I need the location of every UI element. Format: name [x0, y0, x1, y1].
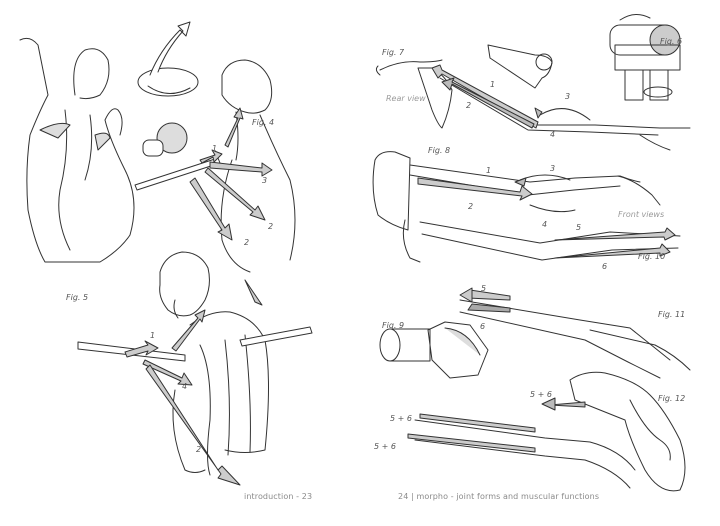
- bottom-hand-callout-a: 5 + 6: [390, 414, 412, 423]
- fig8-callout-4: 4: [542, 220, 548, 229]
- fig4-callout-2a: 2: [268, 222, 274, 231]
- fig8-label: Fig. 8: [428, 146, 451, 155]
- fig5-label: Fig. 5: [66, 293, 89, 302]
- fig4-callout-2b: 2: [244, 238, 250, 247]
- fig7-callout-2: 2: [466, 101, 472, 110]
- fig12-callout-5plus6: 5 + 6: [530, 390, 552, 399]
- fig4-callout-3: 3: [262, 176, 268, 185]
- fig8-callout-1: 1: [486, 166, 492, 175]
- bottom-fig-callout-1: 1: [150, 331, 156, 340]
- front-views-note: Front views: [618, 210, 665, 219]
- fig8-callout-3: 3: [550, 164, 556, 173]
- bottom-hand-callout-b: 5 + 6: [374, 442, 396, 451]
- left-page-folio: introduction - 23: [244, 492, 313, 501]
- right-page-illustrations: [372, 14, 691, 492]
- fig7-callout-1: 1: [490, 80, 496, 89]
- right-page: Fig. 6 Fig. 7 Rear view 1 2 3 4 Fig. 8 1…: [360, 0, 720, 526]
- fig11-callout-5: 5: [481, 284, 487, 293]
- fig10-callout-6: 6: [602, 262, 608, 271]
- right-page-folio: 24 | morpho - joint forms and muscular f…: [398, 492, 600, 501]
- fig12-label: Fig. 12: [658, 394, 686, 403]
- fig10-callout-5: 5: [576, 223, 582, 232]
- fig4-callout-1: 1: [212, 144, 218, 153]
- left-page-illustrations: [19, 21, 313, 486]
- fig11-callout-6: 6: [480, 322, 486, 331]
- fig8-callout-2: 2: [468, 202, 474, 211]
- fig7-label: Fig. 7: [382, 48, 405, 57]
- fig7-rear-view-note: Rear view: [386, 94, 426, 103]
- fig7-callout-4: 4: [550, 130, 556, 139]
- fig9-label: Fig. 9: [382, 321, 405, 330]
- left-page: Fig. 4 1 3 2 2 Fig. 5 1 4 2 introduction…: [19, 21, 313, 501]
- fig4-label: Fig. 4: [252, 118, 275, 127]
- bottom-fig-callout-4: 4: [182, 382, 188, 391]
- fig11-label: Fig. 11: [658, 310, 686, 319]
- fig7-callout-3: 3: [565, 92, 571, 101]
- bottom-fig-callout-2: 2: [196, 445, 202, 454]
- fig10-label: Fig. 10: [638, 252, 666, 261]
- fig6-label: Fig. 6: [660, 37, 683, 46]
